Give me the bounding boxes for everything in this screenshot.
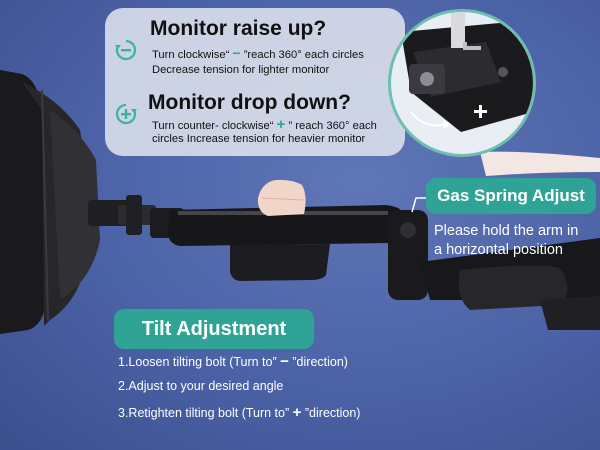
- gas-spring-label: Gas Spring Adjust: [426, 178, 596, 214]
- arm-joint: [388, 210, 428, 300]
- instruction-card: [105, 8, 405, 156]
- raise-minus-sign: −: [232, 45, 241, 61]
- drop-line1-a: Turn counter- clockwise“: [152, 120, 274, 132]
- tilt-adjustment-label: Tilt Adjustment: [114, 309, 314, 349]
- gas-spring-note: Please hold the arm in a horizontal posi…: [434, 222, 578, 260]
- raise-line1-b: ”reach 360° each circles: [243, 49, 364, 61]
- monitor: [0, 70, 46, 334]
- gas-spring-note-line1: Please hold the arm in: [434, 223, 579, 239]
- raise-line1-a: Turn clockwise“: [152, 49, 230, 61]
- raise-line1: Turn clockwise“ − ”reach 360° each circl…: [152, 45, 364, 61]
- raise-title: Monitor raise up?: [150, 17, 327, 40]
- tilt-step-2: 2.Adjust to your desired angle: [118, 379, 284, 393]
- zoom-detail-circle: [388, 9, 536, 157]
- tilt-step-1-minus-sign: −: [280, 353, 289, 370]
- gas-spring-note-line2: a horizontal position: [434, 242, 563, 258]
- gas-spring-bolt-closeup: [401, 12, 533, 132]
- tilt-step-3: 3.Retighten tilting bolt (Turn to” + ”di…: [118, 404, 360, 421]
- rotate-counterclockwise-plus-icon: [115, 103, 137, 125]
- rotate-clockwise-minus-icon: [115, 39, 137, 61]
- tilt-step-1-a: 1.Loosen tilting bolt (Turn to”: [118, 355, 277, 369]
- tilt-step-1: 1.Loosen tilting bolt (Turn to” − ”direc…: [118, 353, 348, 370]
- drop-line1: Turn counter- clockwise“ + ” reach 360° …: [152, 116, 377, 133]
- drop-title: Monitor drop down?: [148, 91, 351, 114]
- drop-line1-b: ” reach 360° each: [288, 120, 377, 132]
- tilt-step-3-plus-sign: +: [292, 404, 302, 421]
- drop-plus-sign: +: [276, 116, 286, 133]
- drop-line2: circles Increase tension for heavier mon…: [152, 133, 366, 145]
- tilt-step-3-b: ”direction): [304, 406, 361, 420]
- tilt-step-1-b: ”direction): [292, 355, 348, 369]
- raise-line2: Decrease tension for lighter monitor: [152, 64, 330, 76]
- hand: [257, 179, 306, 216]
- upper-arm: [168, 205, 406, 246]
- tilt-step-3-a: 3.Retighten tilting bolt (Turn to”: [118, 406, 290, 420]
